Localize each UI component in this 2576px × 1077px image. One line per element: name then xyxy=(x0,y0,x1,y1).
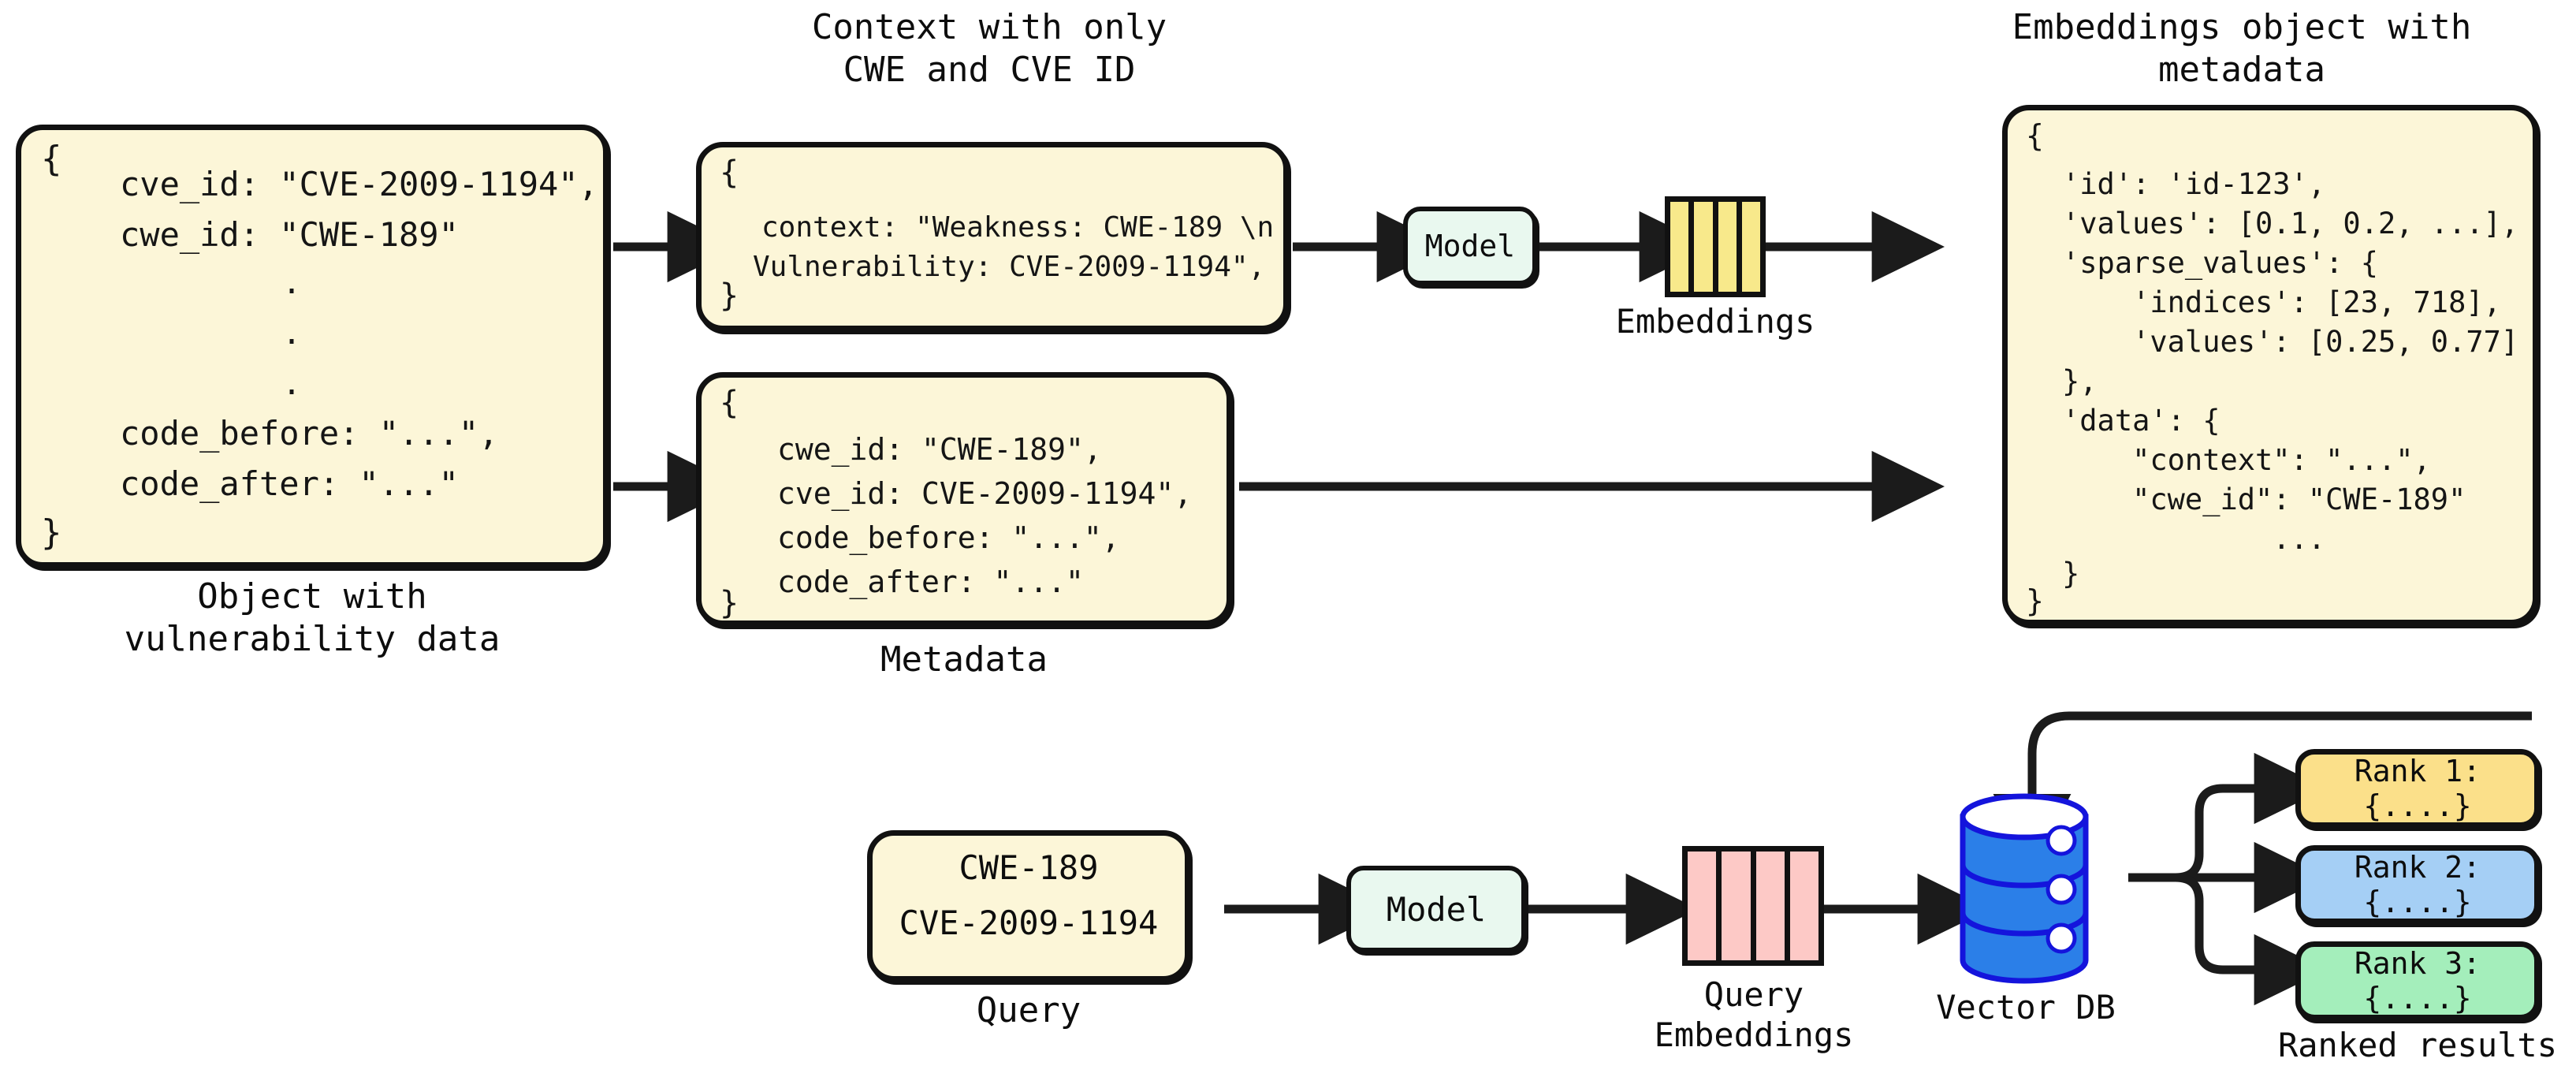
embeddings-object-line-6: 'data': { xyxy=(2062,404,2220,438)
query-box-line-0: CWE-189 xyxy=(959,848,1099,887)
rank-result-2-label: Rank 2: {....} xyxy=(2354,850,2481,919)
vulnerability-object-close-brace: } xyxy=(41,512,62,553)
embeddings-top-caption: Embeddings xyxy=(1615,302,1815,341)
context-box-line-0: context: "Weakness: CWE-189 \n xyxy=(761,211,1275,244)
vulnerability-object-ellipsis: · · · xyxy=(281,274,302,411)
rank-result-3[interactable] xyxy=(2295,941,2540,1020)
embeddings-cell xyxy=(1694,202,1713,292)
query-embeddings-bars xyxy=(1682,846,1824,966)
context-box-line-1: Vulnerability: CVE-2009-1194", xyxy=(753,251,1266,283)
embeddings-object-close-brace: } xyxy=(2026,583,2044,618)
query-box xyxy=(867,830,1190,982)
metadata-box-close-brace: } xyxy=(720,585,739,621)
vulnerability-object-box xyxy=(16,125,609,568)
vulnerability-object-line-1: cwe_id: "CWE-189" xyxy=(120,215,459,254)
embeddings-object-open-brace: { xyxy=(2026,118,2044,153)
model-box-top[interactable] xyxy=(1403,207,1537,285)
metadata-box-line-0: cwe_id: "CWE-189", xyxy=(777,432,1102,467)
vulnerability-object-line-0: cve_id: "CVE-2009-1194", xyxy=(120,165,598,203)
vulnerability-object-open-brace: { xyxy=(41,139,62,179)
embeddings-object-line-4: 'values': [0.25, 0.77] xyxy=(2062,325,2519,359)
metadata-box-line-1: cve_id: CVE-2009-1194", xyxy=(777,476,1193,511)
rank-result-3-label: Rank 3: {....} xyxy=(2354,946,2481,1016)
embeddings-object-line-5: }, xyxy=(2062,364,2098,398)
model-box-bottom-label: Model xyxy=(1386,889,1487,929)
metadata-box-line-3: code_after: "..." xyxy=(777,565,1084,599)
embeddings-object-line-9: ... xyxy=(2062,522,2326,556)
vulnerability-object-line-2: code_before: "...", xyxy=(120,414,499,453)
embeddings-object-line-0: 'id': 'id-123', xyxy=(2062,167,2326,201)
context-box-open-brace: { xyxy=(720,155,739,191)
embeddings-object-line-3: 'indices': [23, 718], xyxy=(2062,285,2501,319)
query-embeddings-caption: Query Embeddings xyxy=(1654,975,1854,1055)
embeddings-object-line-10: } xyxy=(2062,557,2080,591)
ranked-results-caption: Ranked results xyxy=(2277,1026,2557,1064)
query-embeddings-cell xyxy=(1688,852,1717,960)
context-box-caption: Context with only CWE and CVE ID xyxy=(811,7,1167,90)
rank-result-1[interactable] xyxy=(2295,749,2540,828)
query-embeddings-cell xyxy=(1755,852,1785,960)
embeddings-cell xyxy=(1741,202,1760,292)
metadata-box-line-2: code_before: "...", xyxy=(777,520,1120,555)
vulnerability-object-line-3: code_after: "..." xyxy=(120,464,459,503)
embeddings-cell xyxy=(1718,202,1737,292)
embeddings-cell xyxy=(1670,202,1689,292)
rank-result-1-label: Rank 1: {....} xyxy=(2354,754,2481,823)
vulnerability-object-caption: Object with vulnerability data xyxy=(124,576,501,659)
arrow-vectordb-to-rank1 xyxy=(2128,752,2328,882)
embeddings-object-line-8: "cwe_id": "CWE-189" xyxy=(2062,483,2466,516)
query-box-caption: Query xyxy=(976,990,1081,1030)
vector-db-caption: Vector DB xyxy=(1936,988,2116,1027)
metadata-box-caption: Metadata xyxy=(880,639,1048,680)
embeddings-object-line-1: 'values': [0.1, 0.2, ...], xyxy=(2062,207,2519,240)
arrow-object-to-vectordb xyxy=(1993,711,2532,872)
query-embeddings-cell xyxy=(1722,852,1751,960)
model-box-top-label: Model xyxy=(1424,229,1516,263)
embeddings-object-caption: Embeddings object with metadata xyxy=(2012,7,2472,90)
context-box-close-brace: } xyxy=(720,278,739,314)
embeddings-object-line-2: 'sparse_values': { xyxy=(2062,246,2378,280)
query-embeddings-cell xyxy=(1789,852,1818,960)
metadata-box-open-brace: { xyxy=(720,385,739,421)
arrow-vectordb-to-rank3 xyxy=(2128,873,2328,1006)
context-box xyxy=(696,142,1289,331)
metadata-box xyxy=(696,372,1232,626)
query-box-line-1: CVE-2009-1194 xyxy=(899,903,1159,942)
embeddings-object-box xyxy=(2002,105,2538,625)
rank-result-2[interactable] xyxy=(2295,845,2540,924)
embeddings-bars-top xyxy=(1665,196,1766,297)
model-box-bottom[interactable] xyxy=(1346,866,1526,952)
embeddings-object-line-7: "context": "...", xyxy=(2062,443,2431,477)
